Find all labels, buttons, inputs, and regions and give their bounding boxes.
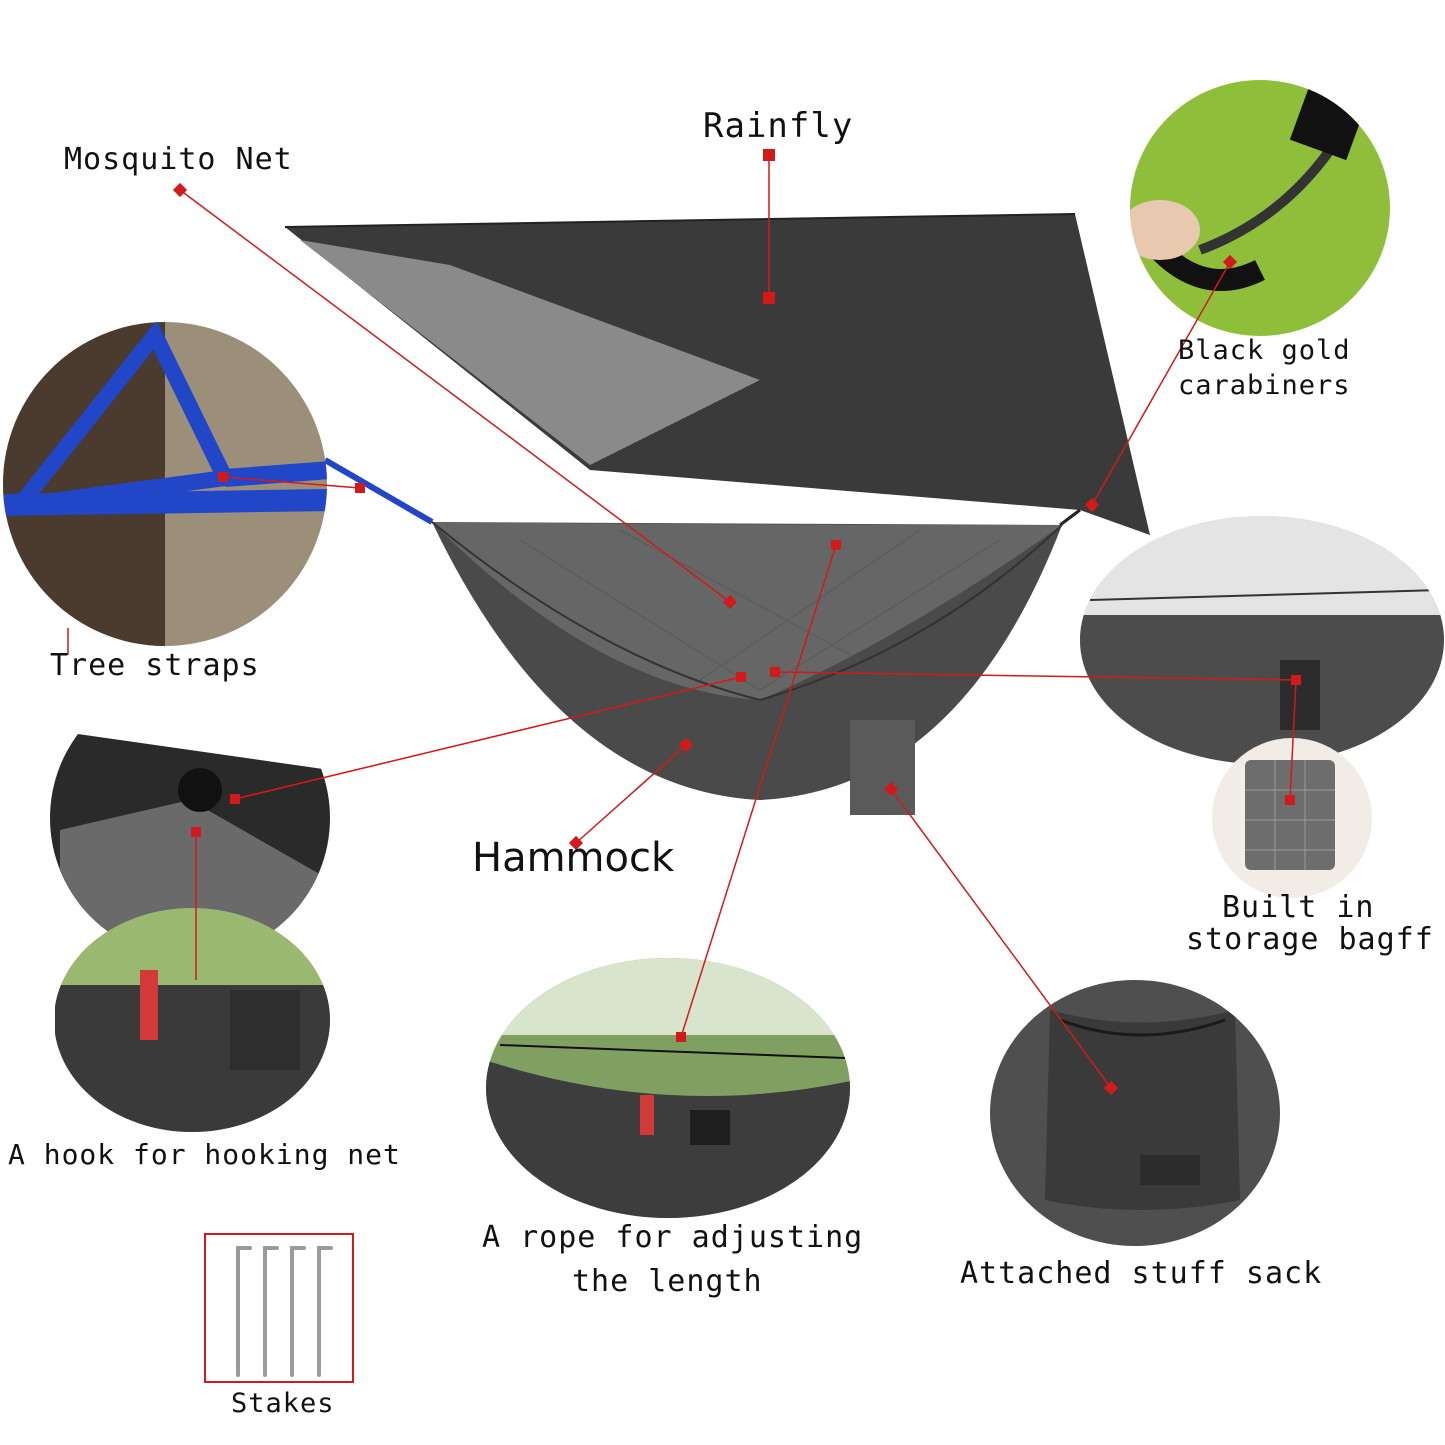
carabiners-label-line2: carabiners [1178,370,1351,401]
stakes-label: Stakes [231,1388,335,1419]
rainfly-illustration [284,213,1150,535]
leader-lines [67,155,1297,1089]
hook-label: A hook for hooking net [8,1138,401,1171]
rainfly-label: Rainfly [703,106,854,146]
stuff-sack-inset [990,980,1280,1246]
hammock-label: Hammock [472,835,675,881]
hammock-illustration [323,457,1081,815]
stakes-illustration [236,1246,333,1377]
storage-inset [1080,516,1444,764]
rope-label-line1: A rope for adjusting [482,1220,864,1255]
stuff-sack-label: Attached stuff sack [960,1256,1323,1291]
mosquito-net-label: Mosquito Net [64,142,293,177]
stakes-frame [204,1233,354,1383]
rope-label-line2: the length [572,1264,763,1299]
rope-inset [486,958,850,1218]
storage-label-line2: storage bagff [1186,922,1434,957]
tree-straps-inset [3,322,327,646]
hook-inset-top [50,680,330,958]
storage-label-line1: Built in [1222,890,1375,925]
carabiners-inset [1130,80,1390,336]
tree-straps-label: Tree straps [50,648,260,683]
hook-inset-bottom [55,908,330,1132]
carabiners-label-line1: Black gold [1178,335,1351,366]
leader-markers [172,149,1301,1096]
